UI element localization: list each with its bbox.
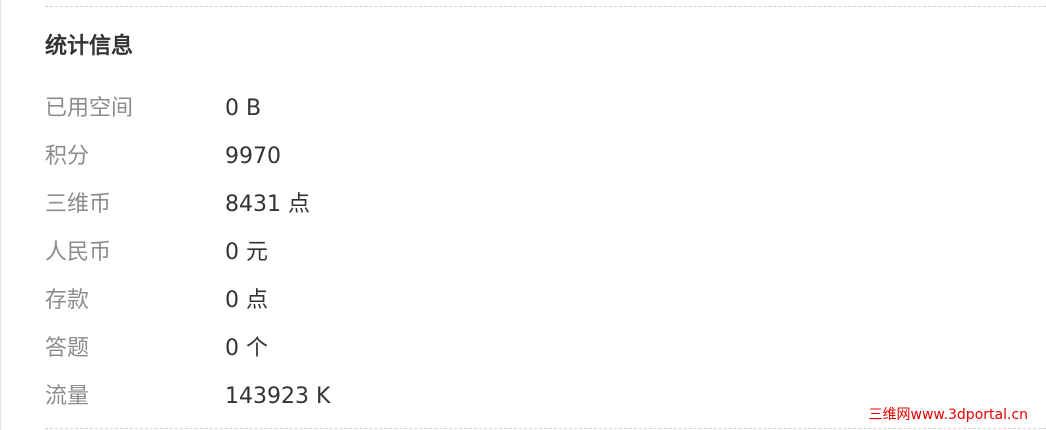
stat-value: 0 元	[225, 240, 268, 265]
stat-value: 143923 K	[225, 384, 331, 409]
stat-value: 0 点	[225, 288, 268, 313]
stat-row-used-space: 已用空间 0 B	[45, 85, 330, 133]
stat-value: 0 B	[225, 96, 262, 121]
top-divider	[45, 6, 1046, 7]
section-title: 统计信息	[45, 34, 134, 59]
stat-row-answers: 答题 0 个	[45, 325, 330, 373]
stat-row-points: 积分 9970	[45, 133, 330, 181]
stat-label: 人民币	[45, 240, 112, 265]
stat-value: 8431 点	[225, 192, 310, 217]
stat-row-deposit: 存款 0 点	[45, 277, 330, 325]
stat-label: 已用空间	[45, 96, 134, 121]
stat-value: 0 个	[225, 336, 268, 361]
stat-label: 三维币	[45, 192, 112, 217]
stat-label: 积分	[45, 144, 90, 169]
site-watermark: 三维网www.3dportal.cn	[868, 407, 1029, 423]
stat-label: 存款	[45, 288, 90, 313]
stats-list: 已用空间 0 B 积分 9970 三维币 8431 点 人民币 0 元 存款 0…	[45, 85, 330, 421]
bottom-divider	[45, 428, 1046, 429]
stat-label: 答题	[45, 336, 90, 361]
stat-row-traffic: 流量 143923 K	[45, 373, 330, 421]
stat-row-3d-coins: 三维币 8431 点	[45, 181, 330, 229]
stat-value: 9970	[225, 144, 281, 169]
stat-row-rmb: 人民币 0 元	[45, 229, 330, 277]
stat-label: 流量	[45, 384, 90, 409]
